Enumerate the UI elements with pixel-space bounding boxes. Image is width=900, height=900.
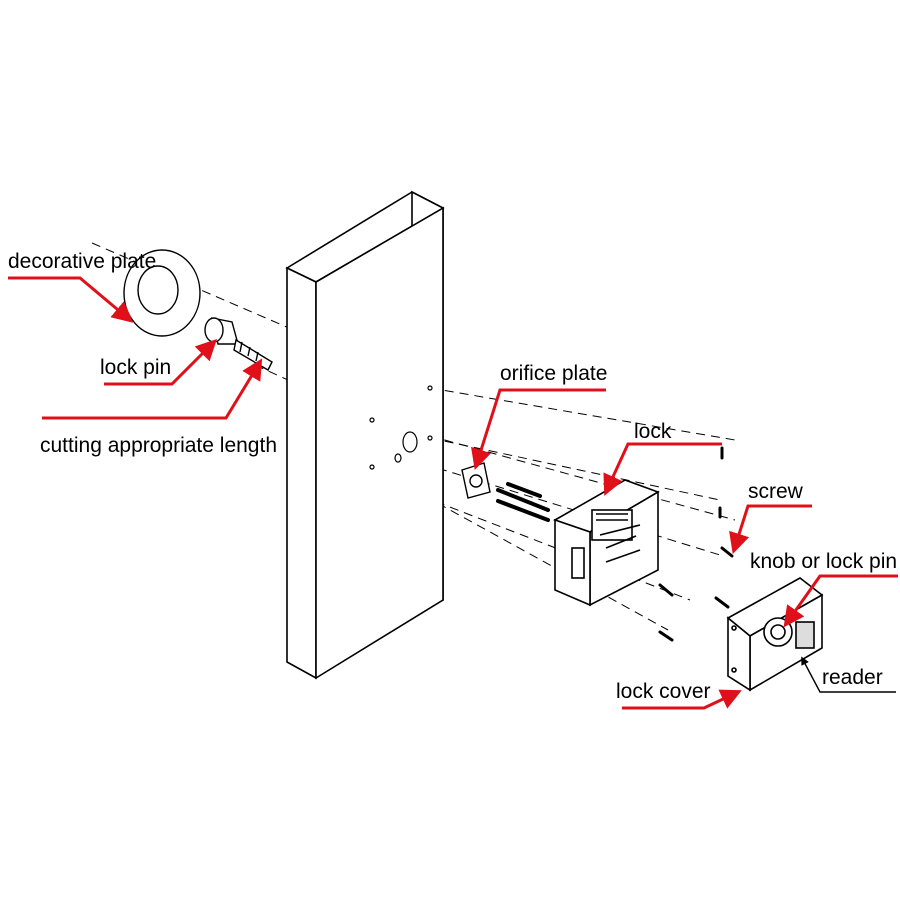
label-orifice-plate: orifice plate [500, 362, 607, 385]
orifice-plate-part [461, 462, 491, 499]
label-lock-pin: lock pin [100, 356, 171, 379]
lock-pin-part [204, 317, 273, 371]
door-drill-holes [369, 385, 433, 470]
label-cutting-length: cutting appropriate length [40, 434, 277, 457]
label-screw: screw [748, 480, 804, 503]
door [285, 190, 445, 680]
label-lock-cover: lock cover [616, 680, 711, 703]
lock-body-part [553, 479, 660, 607]
long-screws [496, 482, 550, 522]
label-decorative-plate: decorative plate [8, 250, 156, 273]
label-knob: knob or lock pin [750, 550, 897, 573]
label-lock: lock [634, 420, 672, 443]
small-screws [658, 446, 734, 642]
reader-leader [801, 656, 896, 693]
lock-cover-part [726, 577, 824, 692]
decorative-plate-part [123, 249, 201, 337]
callout-leaders [8, 276, 898, 710]
label-reader: reader [822, 666, 883, 689]
